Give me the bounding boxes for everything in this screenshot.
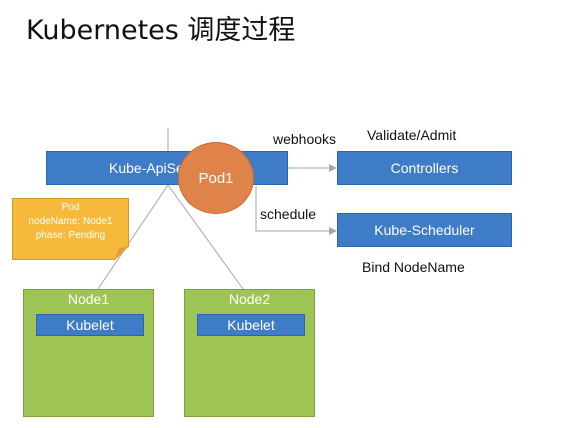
node1-watch-line: [97, 184, 169, 290]
node2-label: Node2: [228, 291, 271, 307]
pod-note-line-phase: phase: Pending: [35, 230, 106, 241]
node2-watch-line: [167, 184, 244, 290]
node1-kubelet-label: Kubelet: [66, 317, 114, 333]
note-fold-corner: [115, 246, 129, 260]
webhooks-label: webhooks: [273, 131, 337, 147]
bind-nodename-label: Bind NodeName: [362, 259, 465, 275]
pod1-circle: Pod1: [178, 142, 254, 214]
validate-admit-label: Validate/Admit: [367, 127, 457, 143]
node1-kubelet-box: Kubelet: [36, 314, 144, 336]
pod-note-line-kind: Pod: [61, 202, 80, 213]
schedule-arrow: [255, 186, 337, 235]
slide-title: Kubernetes 调度过程: [26, 15, 296, 46]
node1-label: Node1: [67, 291, 110, 307]
node1-box: Node1 Kubelet: [23, 289, 154, 417]
kube-scheduler-box: Kube-Scheduler: [337, 213, 512, 247]
pod1-label: Pod1: [198, 169, 234, 187]
pod-note-line-nodename: nodeName: Node1: [28, 216, 113, 227]
controllers-label: Controllers: [390, 160, 459, 176]
kube-scheduler-label: Kube-Scheduler: [374, 222, 475, 238]
schedule-label: schedule: [260, 206, 317, 222]
node2-kubelet-box: Kubelet: [197, 314, 305, 336]
node2-kubelet-label: Kubelet: [227, 317, 275, 333]
controllers-box: Controllers: [337, 151, 512, 185]
pod-status-note: Pod nodeName: Node1 phase: Pending: [12, 198, 129, 260]
node2-box: Node2 Kubelet: [184, 289, 315, 417]
